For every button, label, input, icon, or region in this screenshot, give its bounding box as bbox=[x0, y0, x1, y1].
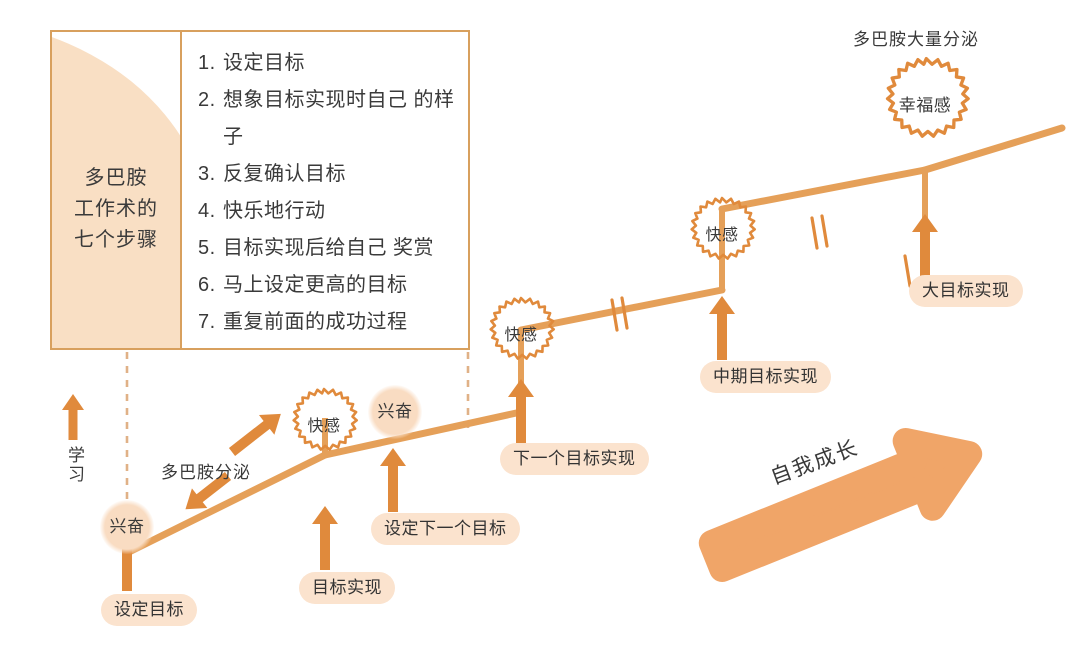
arrow-mid-goal-achieved bbox=[709, 296, 735, 360]
slope-segment-3 bbox=[517, 286, 726, 334]
step-number: 3. bbox=[198, 163, 216, 185]
slope-segment-4 bbox=[718, 166, 929, 213]
label-next-goal-achieved: 下一个目标实现 bbox=[500, 443, 649, 475]
break-marks bbox=[610, 214, 912, 332]
arrow-big-goal-achieved bbox=[912, 214, 938, 278]
slope-segment-1 bbox=[123, 451, 329, 557]
step-text: 重复前面的成功过程 bbox=[223, 311, 408, 333]
list-item: 4. 快乐地行动 bbox=[198, 193, 460, 230]
label-mid-goal-achieved: 中期目标实现 bbox=[700, 361, 831, 393]
step-number: 6. bbox=[198, 274, 216, 296]
step-number: 2. bbox=[198, 89, 216, 111]
list-item: 7. 重复前面的成功过程 bbox=[198, 304, 460, 341]
label-big-goal-achieved: 大目标实现 bbox=[909, 275, 1023, 307]
state-excited-2: 兴奋 bbox=[368, 385, 422, 439]
step-text: 想象目标实现时自己 的样子 bbox=[223, 89, 455, 148]
break-mark-2 bbox=[810, 214, 829, 250]
label-set-next-goal: 设定下一个目标 bbox=[371, 513, 520, 545]
break-mark-3 bbox=[903, 254, 912, 288]
page-title: 多巴胺 工作术的 七个步骤 bbox=[74, 167, 158, 251]
step-number: 7. bbox=[198, 311, 216, 333]
slope-segment-5 bbox=[921, 124, 1066, 174]
slope-segment-2 bbox=[321, 408, 525, 459]
step-text: 目标实现后给自己 奖赏 bbox=[223, 237, 435, 259]
list-item: 3. 反复确认目标 bbox=[198, 156, 460, 193]
seven-steps-panel: 多巴胺 工作术的 七个步骤 1. 设定目标 2. 想象目标实现时自己 的样子 3… bbox=[50, 30, 470, 350]
self-growth-arrow bbox=[698, 427, 983, 582]
state-happiness: 幸福感 bbox=[888, 91, 962, 116]
step-text: 快乐地行动 bbox=[223, 200, 326, 222]
step-number: 1. bbox=[198, 52, 216, 74]
list-item: 6. 马上设定更高的目标 bbox=[198, 267, 460, 304]
panel-title-area: 多巴胺 工作术的 七个步骤 bbox=[52, 32, 182, 348]
steps-list: 1. 设定目标 2. 想象目标实现时自己 的样子 3. 反复确认目标 4. 快乐… bbox=[182, 32, 468, 348]
dopamine-secretion-arrow bbox=[185, 413, 281, 510]
arrow-goal-achieved bbox=[312, 506, 338, 570]
list-item: 5. 目标实现后给自己 奖赏 bbox=[198, 230, 460, 267]
annotation-dopamine-massive: 多巴胺大量分泌 bbox=[853, 30, 979, 49]
list-item: 1. 设定目标 bbox=[198, 45, 460, 82]
annotation-learning: 学习 bbox=[65, 446, 84, 484]
step-text: 马上设定更高的目标 bbox=[223, 274, 408, 296]
step-number: 4. bbox=[198, 200, 216, 222]
state-pleasure-1: 快感 bbox=[298, 412, 350, 436]
state-pleasure-3-text: 快感 bbox=[705, 227, 739, 244]
state-pleasure-3: 快感 bbox=[696, 221, 748, 245]
label-set-goal: 设定目标 bbox=[101, 594, 197, 626]
step-text: 反复确认目标 bbox=[223, 163, 346, 185]
annotation-dopamine-secretion: 多巴胺分泌 bbox=[161, 463, 251, 482]
state-pleasure-2: 快感 bbox=[495, 321, 547, 345]
state-pleasure-1-text: 快感 bbox=[307, 418, 341, 435]
arrow-set-next-goal bbox=[380, 448, 406, 512]
state-happiness-text: 幸福感 bbox=[898, 96, 952, 115]
list-item: 2. 想象目标实现时自己 的样子 bbox=[198, 82, 460, 156]
label-goal-achieved: 目标实现 bbox=[299, 572, 395, 604]
step-number: 5. bbox=[198, 237, 216, 259]
staircase-slopes bbox=[123, 124, 1066, 557]
break-mark-1 bbox=[610, 296, 629, 332]
state-excited-1: 兴奋 bbox=[100, 500, 154, 554]
state-pleasure-2-text: 快感 bbox=[504, 327, 538, 344]
learning-arrow bbox=[62, 394, 84, 440]
step-text: 设定目标 bbox=[223, 52, 305, 74]
